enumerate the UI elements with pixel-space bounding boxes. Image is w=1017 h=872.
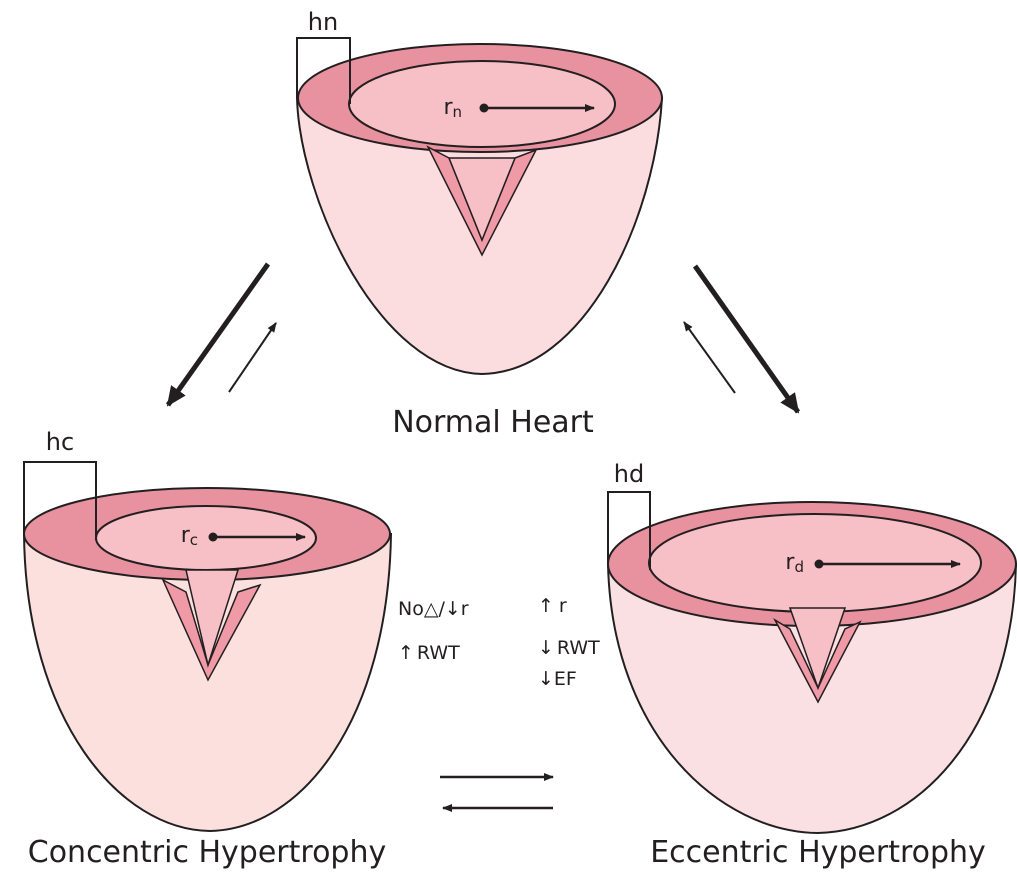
concentric-heart: hc rc Concentric Hypertrophy — [24, 428, 391, 870]
normal-to-concentric-arrow — [168, 264, 268, 405]
eccentric-heart: hd rd Eccentric Hypertrophy — [608, 460, 1016, 870]
eccentric-heart-thickness-label: hd — [614, 460, 644, 488]
normal-heart-thickness-label: hn — [308, 8, 338, 36]
normal-heart-caption: Normal Heart — [392, 405, 594, 440]
eccentric-to-normal-arrow — [684, 322, 735, 393]
concentric-change-line-2: ↑RWT — [398, 642, 460, 664]
normal-to-eccentric-arrow — [695, 266, 798, 412]
eccentric-change-line-1: ↑r — [538, 595, 567, 617]
concentric-changes: No△/↓r ↑RWT — [398, 598, 469, 664]
concentric-heart-thickness-label: hc — [46, 428, 74, 456]
eccentric-heart-caption: Eccentric Hypertrophy — [650, 835, 986, 870]
normal-heart: hn rn Normal Heart — [297, 8, 662, 440]
concentric-to-normal-arrow — [229, 323, 276, 392]
concentric-change-line-1: No△/↓r — [398, 598, 469, 620]
concentric-heart-caption: Concentric Hypertrophy — [28, 835, 387, 870]
eccentric-change-line-2: ↓RWT — [538, 637, 600, 659]
eccentric-changes: ↑r ↓RWT ↓EF — [538, 595, 600, 690]
eccentric-change-line-3: ↓EF — [538, 668, 577, 690]
